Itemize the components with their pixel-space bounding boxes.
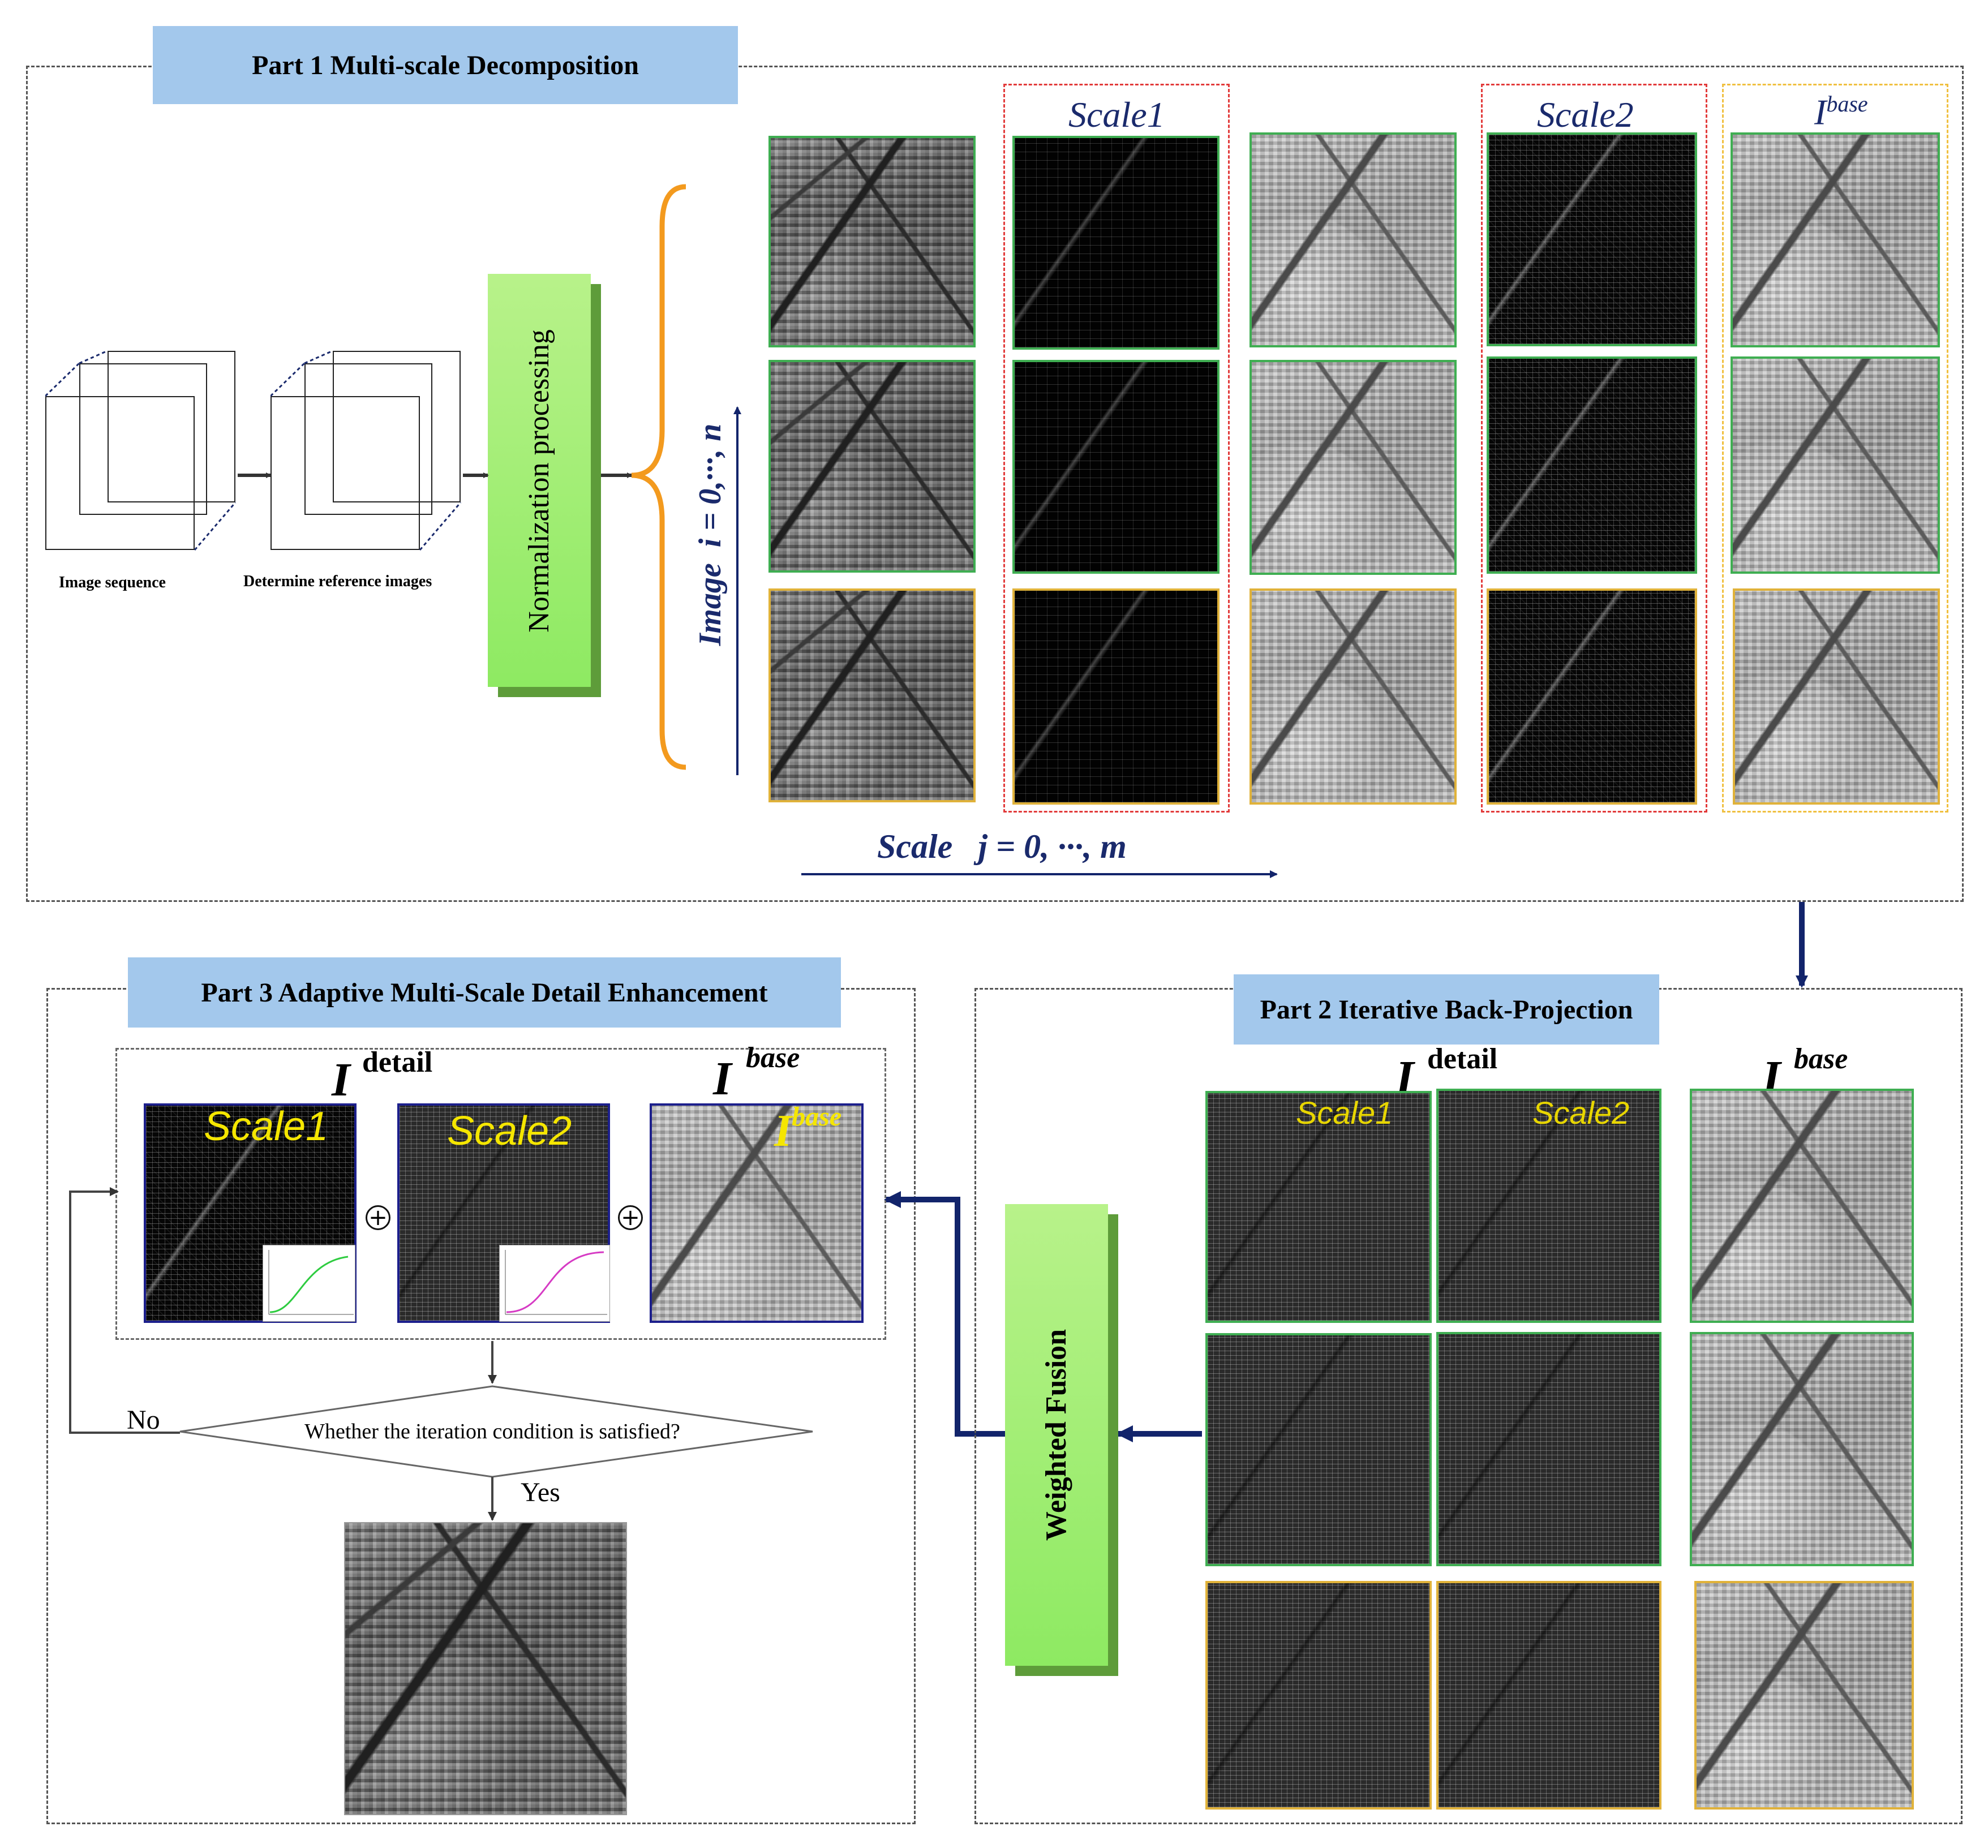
p3-base-tile — [650, 1103, 864, 1323]
scale-axis-label: Scale j = 0, ···, m — [877, 827, 1127, 866]
scale-axis-expr: j = 0, ···, m — [978, 828, 1127, 865]
p1-base-row1 — [1731, 132, 1940, 347]
p2-scale1-row1 — [1205, 1091, 1432, 1323]
p2-scale1-row3 — [1205, 1581, 1432, 1810]
part1-label: Part 1 Multi-scale Decomposition — [153, 26, 738, 104]
part3-label: Part 3 Adaptive Multi-Scale Detail Enhan… — [128, 957, 841, 1028]
p2-scale1-row2 — [1205, 1333, 1432, 1566]
p1-scale1-row1 — [1012, 136, 1220, 350]
image-axis-word: Image — [693, 563, 728, 646]
plus-icon-1: + — [366, 1205, 390, 1230]
p3-base-I: I — [713, 1052, 732, 1105]
scale2-column-frame — [1481, 84, 1707, 813]
p2-scale2-row2 — [1436, 1332, 1661, 1566]
image-axis-expr: i = 0,···, n — [693, 423, 728, 548]
part1-frame — [26, 66, 1964, 902]
weighted-fusion-label: Weighted Fusion — [1040, 1329, 1072, 1541]
p1-approx-row1 — [1250, 132, 1457, 347]
p2-scale1-label: Scale1 — [1296, 1095, 1393, 1131]
normalization-box — [488, 274, 591, 687]
image-sequence-label: Image sequence — [59, 574, 166, 591]
no-label: No — [127, 1405, 160, 1435]
p3-scale1-tile — [144, 1103, 357, 1323]
p1-approx-row3 — [1250, 588, 1457, 805]
p3-scale2-label: Scale2 — [447, 1108, 572, 1154]
p3-scale2-curve — [499, 1245, 610, 1322]
p3-base-sup: base — [746, 1042, 800, 1074]
p3-detail-I: I — [332, 1054, 350, 1106]
p3-base-tile-label: Ibase — [774, 1101, 841, 1157]
plus-icon-2: + — [618, 1205, 643, 1230]
enhanced-result-image — [344, 1522, 627, 1815]
p2-base-row3 — [1694, 1581, 1914, 1810]
p1-original-row3 — [768, 588, 976, 802]
yes-label: Yes — [521, 1477, 560, 1507]
p3-base-tile-I: I — [774, 1106, 792, 1156]
p2-scale2-row3 — [1436, 1581, 1661, 1810]
image-sequence-stack — [45, 351, 238, 555]
p1-approx-row2 — [1250, 360, 1457, 575]
p3-detail-sup: detail — [362, 1046, 433, 1078]
p1-scale2-row3 — [1487, 588, 1697, 805]
image-axis-label: Image i = 0,···, n — [690, 365, 730, 704]
p2-detail-sup: detail — [1427, 1043, 1498, 1075]
p1-base-row3 — [1733, 588, 1940, 805]
p2-base-sup: base — [1794, 1043, 1848, 1075]
p1-scale1-row3 — [1012, 588, 1220, 805]
p1-scale2-row2 — [1487, 356, 1697, 574]
p2-scale2-label: Scale2 — [1532, 1095, 1630, 1131]
p3-scale1-curve — [263, 1245, 355, 1322]
reference-images-stack — [270, 351, 463, 555]
p1-scale2-row1 — [1487, 132, 1697, 346]
reference-images-label: Determine reference images — [243, 573, 432, 590]
p1-original-row2 — [768, 360, 976, 573]
p2-scale2-row1 — [1436, 1089, 1661, 1323]
p3-scale1-label: Scale1 — [204, 1104, 329, 1149]
p1-scale1-row2 — [1012, 360, 1220, 574]
scale2-header: Scale2 — [1537, 94, 1634, 135]
p3-base-tile-sup: base — [792, 1102, 842, 1132]
decision-text: Whether the iteration condition is satis… — [304, 1420, 680, 1443]
base-header-sup: base — [1826, 91, 1868, 117]
normalization-label: Normalization processing — [523, 329, 555, 633]
weighted-fusion-box — [1005, 1204, 1108, 1666]
base-header: Ibase — [1814, 91, 1868, 133]
p1-original-row1 — [768, 136, 976, 347]
p2-base-row1 — [1690, 1089, 1914, 1323]
scale1-header: Scale1 — [1068, 94, 1165, 135]
base-column-frame — [1722, 84, 1948, 813]
base-header-i: I — [1814, 92, 1827, 132]
p2-base-row2 — [1690, 1332, 1914, 1566]
scale-axis-word: Scale — [877, 828, 953, 865]
p1-base-row2 — [1731, 356, 1940, 574]
part2-label: Part 2 Iterative Back-Projection — [1234, 974, 1659, 1045]
scale1-column-frame — [1003, 84, 1230, 813]
